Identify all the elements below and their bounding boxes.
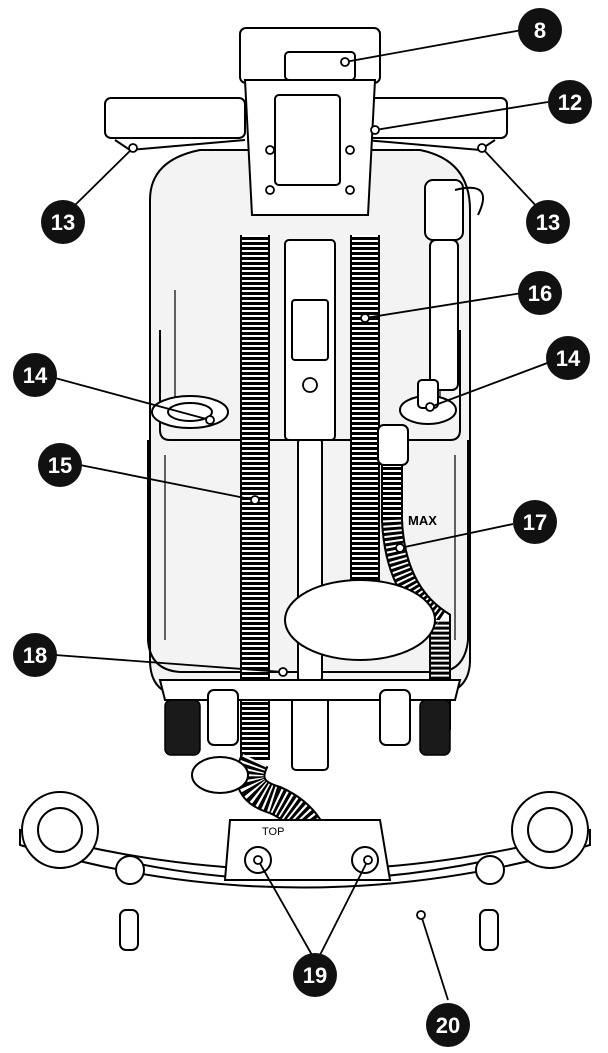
callout-17: 17 [513, 500, 557, 544]
squeegee-assembly [19, 791, 591, 951]
svg-text:8: 8 [534, 18, 546, 43]
callout-8: 8 [518, 8, 562, 52]
callout-16: 16 [518, 271, 562, 315]
svg-text:12: 12 [558, 90, 582, 115]
max-level-mark: MAX [408, 513, 437, 528]
base-and-wheels [158, 579, 462, 756]
callout-18: 18 [13, 633, 57, 677]
svg-text:13: 13 [536, 210, 560, 235]
callout-14-left: 14 [13, 353, 57, 397]
center-column [284, 239, 336, 771]
svg-text:14: 14 [23, 363, 48, 388]
svg-text:14: 14 [556, 346, 581, 371]
svg-text:15: 15 [48, 453, 72, 478]
svg-text:16: 16 [528, 281, 552, 306]
callout-14-right: 14 [546, 336, 590, 380]
control-console [239, 27, 381, 216]
drain-hose [377, 424, 451, 730]
callout-13-left: 13 [41, 200, 85, 244]
leader-lines [54, 29, 551, 1001]
callout-13-right: 13 [526, 200, 570, 244]
drain-hose-pipe [424, 179, 484, 391]
svg-text:20: 20 [436, 1013, 460, 1038]
svg-text:19: 19 [303, 963, 327, 988]
svg-text:17: 17 [523, 510, 547, 535]
top-stamp: TOP [262, 826, 284, 838]
callout-20: 20 [426, 1003, 470, 1047]
callout-19: 19 [293, 953, 337, 997]
svg-text:13: 13 [51, 210, 75, 235]
svg-text:18: 18 [23, 643, 47, 668]
callout-12: 12 [548, 80, 592, 124]
callout-15: 15 [38, 443, 82, 487]
